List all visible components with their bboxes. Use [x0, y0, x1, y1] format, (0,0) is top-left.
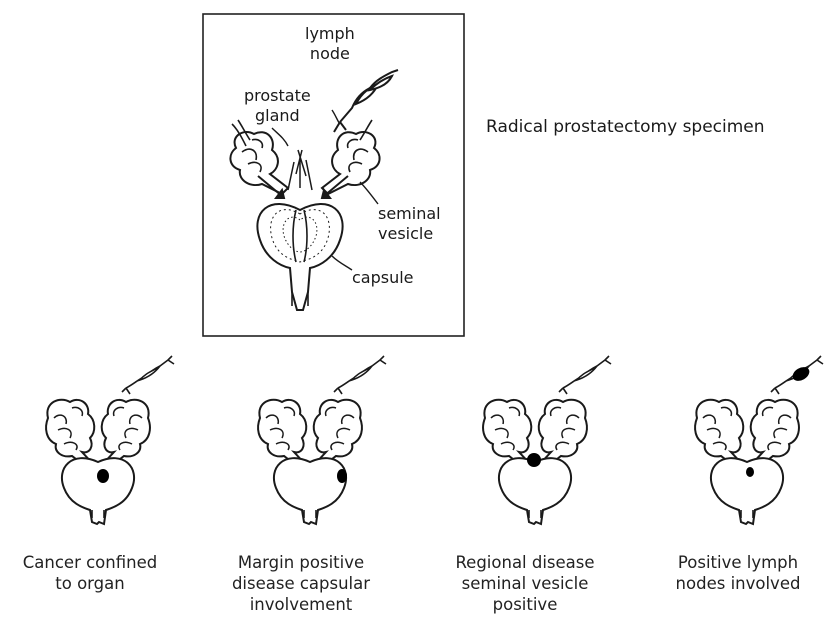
figure-title: Radical prostatectomy specimen: [486, 117, 765, 137]
stage-caption-4: Positive lymph nodes involved: [638, 552, 825, 594]
stage-caption-3: Regional disease seminal vesicle positiv…: [425, 552, 625, 615]
stage-diagram-2: [258, 356, 386, 524]
label-capsule: capsule: [352, 268, 414, 288]
stage-diagram-1: [46, 356, 174, 524]
stage-diagram-3: [483, 356, 611, 524]
label-lymph-node: lymph node: [305, 24, 355, 64]
tumor-marker-2: [337, 469, 347, 483]
label-seminal-vesicle: seminal vesicle: [378, 204, 441, 244]
stage-diagram-4: [695, 356, 823, 524]
tumor-marker-3: [527, 453, 541, 467]
stage-caption-2: Margin positive disease capsular involve…: [201, 552, 401, 615]
stage-caption-1: Cancer confined to organ: [0, 552, 190, 594]
tumor-marker-1: [97, 469, 109, 483]
label-prostate-gland: prostate gland: [244, 86, 311, 126]
tumor-marker-4: [746, 467, 754, 477]
